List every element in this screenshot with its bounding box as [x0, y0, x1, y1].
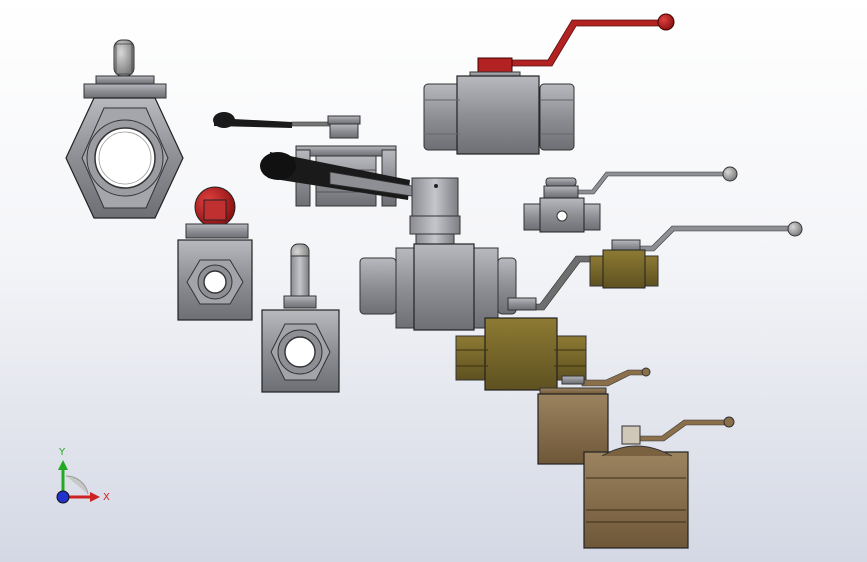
brass-valve-small[interactable] — [589, 221, 803, 289]
mini-valve-gray-lever[interactable] — [523, 166, 738, 233]
brass-valve-large[interactable] — [455, 255, 591, 391]
bronze-valve-large[interactable] — [583, 416, 735, 549]
axis-triad: Y X — [56, 447, 110, 504]
x-axis-label: X — [103, 492, 110, 503]
large-ball-valve-black-lever[interactable] — [260, 152, 517, 331]
compact-valve-gray-knob[interactable] — [261, 243, 340, 393]
hydraulic-valve-red-lever[interactable] — [423, 13, 675, 155]
ball-valve-front-view[interactable] — [65, 39, 184, 219]
compact-valve-red-knob[interactable] — [177, 186, 253, 321]
y-axis-label: Y — [58, 447, 66, 458]
